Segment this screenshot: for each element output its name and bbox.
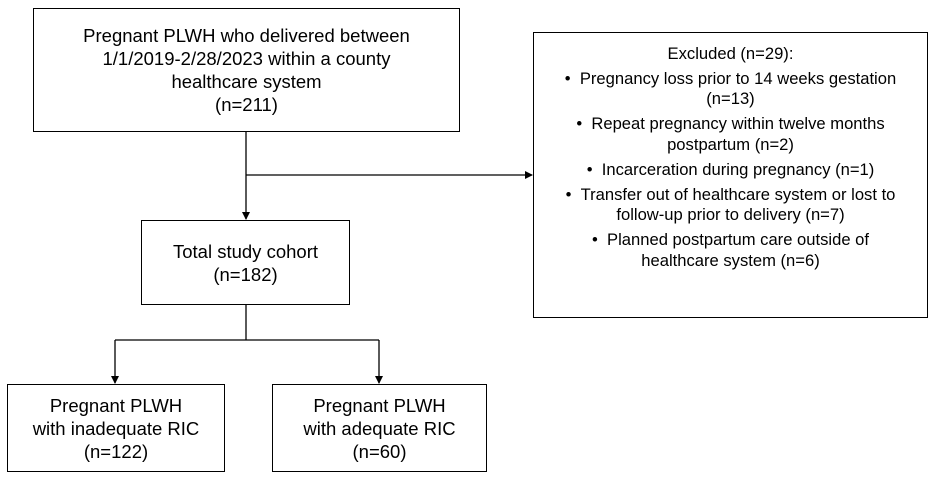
- inadequate-line: with inadequate RIC: [32, 417, 200, 439]
- source-line: 1/1/2019-2/28/2023 within a county: [102, 48, 391, 69]
- exclusion-item: • Planned postpartum care outside of hea…: [592, 230, 869, 271]
- exclusion-item-text: postpartum (n=2): [667, 134, 794, 154]
- adequate-count: (n=60): [352, 440, 407, 462]
- inadequate-line: Pregnant PLWH: [49, 394, 183, 416]
- exclusion-item-text: • Planned postpartum care outside of: [591, 230, 870, 249]
- source-line: healthcare system: [171, 71, 322, 92]
- bullet-icon: •: [576, 114, 583, 133]
- cohort-label: Total study cohort: [173, 240, 318, 262]
- adequate-line: Pregnant PLWH: [313, 394, 446, 416]
- adequate-line: with adequate RIC: [303, 417, 456, 439]
- exclusion-item-text: • Pregnancy loss prior to 14 weeks gesta…: [564, 68, 897, 88]
- exclusion-item-text: follow-up prior to delivery (n=7): [616, 205, 845, 224]
- exclusion-item-text: healthcare system (n=6): [641, 250, 820, 270]
- bullet-icon: •: [586, 159, 593, 179]
- source-line: Pregnant PLWH who delivered between: [83, 25, 410, 46]
- exclusion-item: • Incarceration during pregnancy (n=1): [587, 160, 875, 181]
- adequate-ric-box: Pregnant PLWH with adequate RIC (n=60): [272, 384, 487, 472]
- inadequate-ric-box: Pregnant PLWH with inadequate RIC (n=122…: [7, 384, 225, 472]
- excluded-box: Excluded (n=29): • Pregnancy loss prior …: [533, 32, 928, 318]
- study-cohort-box: Total study cohort (n=182): [141, 220, 350, 305]
- exclusion-item-text: • Incarceration during pregnancy (n=1): [586, 159, 875, 179]
- bullet-icon: •: [564, 68, 571, 88]
- exclusion-item: • Repeat pregnancy within twelve months …: [576, 114, 884, 155]
- exclusion-item-text: • Repeat pregnancy within twelve months: [576, 114, 885, 133]
- source-population-box: Pregnant PLWH who delivered between 1/1/…: [33, 8, 460, 132]
- source-count: (n=211): [215, 94, 278, 115]
- excluded-title: Excluded (n=29):: [667, 44, 794, 63]
- exclusion-item-text: • Transfer out of healthcare system or l…: [565, 184, 896, 204]
- inadequate-count: (n=122): [83, 440, 149, 462]
- exclusion-item-text: (n=13): [706, 89, 755, 108]
- exclusion-item: • Transfer out of healthcare system or l…: [566, 185, 896, 226]
- bullet-icon: •: [565, 184, 572, 204]
- bullet-icon: •: [591, 230, 598, 249]
- cohort-count: (n=182): [213, 263, 278, 285]
- exclusion-item: • Pregnancy loss prior to 14 weeks gesta…: [565, 69, 896, 110]
